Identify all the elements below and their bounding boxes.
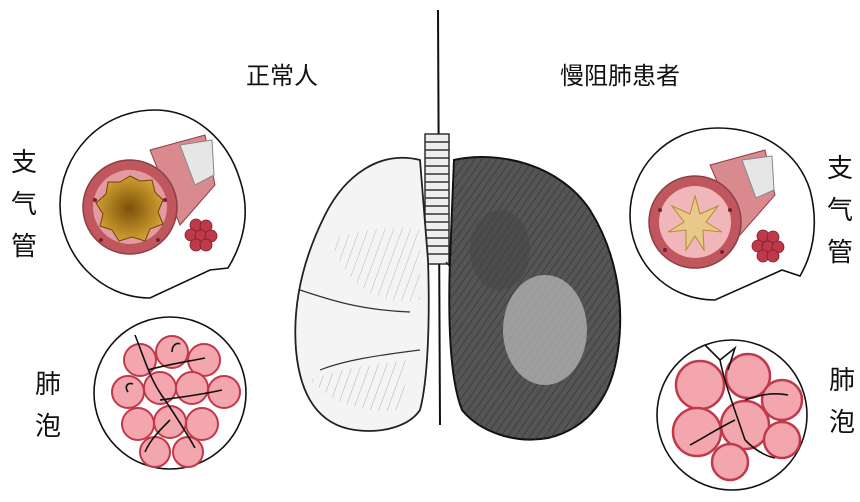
lung-normal	[295, 158, 428, 431]
alveoli-normal	[94, 317, 246, 469]
bronchus-normal-callout	[60, 110, 245, 298]
lung-copd	[449, 157, 620, 440]
alveoli-copd	[657, 340, 807, 490]
bronchus-copd-callout	[630, 128, 814, 300]
